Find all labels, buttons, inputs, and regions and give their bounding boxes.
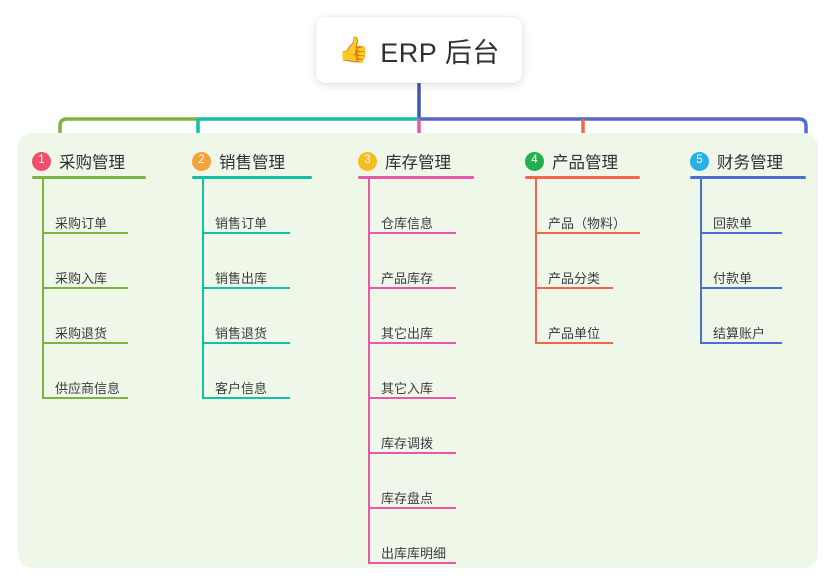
thumbs-up-icon: 👍 bbox=[338, 35, 370, 64]
leaf-item-rule bbox=[368, 342, 456, 344]
leaf-item-rule bbox=[535, 287, 613, 289]
column-header-rule bbox=[358, 176, 474, 179]
column-header-销售管理[interactable]: 2 销售管理 bbox=[192, 149, 285, 173]
leaf-item-rule bbox=[368, 452, 456, 454]
leaf-item-rule bbox=[368, 397, 456, 399]
leaf-item-label[interactable]: 采购退货 bbox=[55, 326, 108, 341]
leaf-item-label[interactable]: 出库库明细 bbox=[381, 546, 447, 561]
leaf-item-rule bbox=[368, 232, 456, 234]
leaf-item-rule bbox=[202, 397, 290, 399]
leaf-item-label[interactable]: 库存调拨 bbox=[381, 436, 434, 451]
leaf-item-label[interactable]: 回款单 bbox=[713, 216, 753, 231]
column-header-rule bbox=[32, 176, 146, 179]
column-stem bbox=[202, 179, 204, 399]
column-header-rule bbox=[192, 176, 312, 179]
leaf-item-label[interactable]: 其它入库 bbox=[381, 381, 434, 396]
leaf-item-label[interactable]: 产品分类 bbox=[548, 271, 601, 286]
column-title: 产品管理 bbox=[552, 154, 618, 172]
leaf-item-label[interactable]: 客户信息 bbox=[215, 381, 268, 396]
column-title: 财务管理 bbox=[717, 154, 783, 172]
leaf-item-label[interactable]: 供应商信息 bbox=[55, 381, 121, 396]
column-stem bbox=[42, 179, 44, 399]
column-index-badge: 3 bbox=[358, 151, 377, 171]
leaf-item-rule bbox=[368, 562, 456, 564]
branch-panel bbox=[18, 133, 818, 568]
column-header-采购管理[interactable]: 1 采购管理 bbox=[32, 149, 125, 173]
connector-segment bbox=[58, 117, 68, 147]
leaf-item-rule bbox=[202, 342, 290, 344]
column-header-财务管理[interactable]: 5 财务管理 bbox=[690, 149, 783, 173]
leaf-item-rule bbox=[42, 342, 128, 344]
leaf-item-label[interactable]: 销售出库 bbox=[215, 271, 268, 286]
root-node-content: 👍 ERP 后台 bbox=[338, 31, 500, 70]
leaf-item-rule bbox=[368, 287, 456, 289]
column-title: 采购管理 bbox=[59, 154, 125, 172]
leaf-item-label[interactable]: 产品单位 bbox=[548, 326, 601, 341]
leaf-item-label[interactable]: 采购订单 bbox=[55, 216, 108, 231]
leaf-item-label[interactable]: 产品库存 bbox=[381, 271, 434, 286]
leaf-item-rule bbox=[700, 287, 782, 289]
connector-segment bbox=[798, 117, 808, 147]
leaf-item-rule bbox=[535, 232, 640, 234]
leaf-item-rule bbox=[535, 342, 613, 344]
column-header-rule bbox=[525, 176, 640, 179]
leaf-item-rule bbox=[42, 397, 128, 399]
leaf-item-rule bbox=[42, 232, 128, 234]
leaf-item-label[interactable]: 销售订单 bbox=[215, 216, 268, 231]
column-stem bbox=[535, 179, 537, 344]
leaf-item-label[interactable]: 销售退货 bbox=[215, 326, 268, 341]
leaf-item-rule bbox=[202, 232, 290, 234]
leaf-item-rule bbox=[42, 287, 128, 289]
column-index-badge: 4 bbox=[525, 151, 544, 171]
leaf-item-rule bbox=[700, 342, 782, 344]
leaf-item-rule bbox=[202, 287, 290, 289]
column-stem bbox=[368, 179, 370, 564]
leaf-item-label[interactable]: 付款单 bbox=[713, 271, 753, 286]
root-node-card[interactable]: 👍 ERP 后台 bbox=[316, 17, 522, 83]
leaf-item-label[interactable]: 结算账户 bbox=[713, 326, 766, 341]
leaf-item-rule bbox=[700, 232, 782, 234]
column-stem bbox=[700, 179, 702, 344]
column-index-badge: 5 bbox=[690, 151, 709, 171]
leaf-item-label[interactable]: 库存盘点 bbox=[381, 491, 434, 506]
column-header-产品管理[interactable]: 4 产品管理 bbox=[525, 149, 618, 173]
leaf-item-label[interactable]: 采购入库 bbox=[55, 271, 108, 286]
leaf-item-label[interactable]: 仓库信息 bbox=[381, 216, 434, 231]
column-title: 销售管理 bbox=[219, 154, 285, 172]
root-node-title: ERP 后台 bbox=[380, 37, 500, 68]
leaf-item-label[interactable]: 其它出库 bbox=[381, 326, 434, 341]
column-index-badge: 1 bbox=[32, 151, 51, 171]
column-header-rule bbox=[690, 176, 806, 179]
leaf-item-label[interactable]: 产品（物料） bbox=[548, 216, 627, 231]
column-index-badge: 2 bbox=[192, 151, 211, 171]
leaf-item-rule bbox=[368, 507, 456, 509]
column-title: 库存管理 bbox=[385, 154, 451, 172]
column-header-库存管理[interactable]: 3 库存管理 bbox=[358, 149, 451, 173]
